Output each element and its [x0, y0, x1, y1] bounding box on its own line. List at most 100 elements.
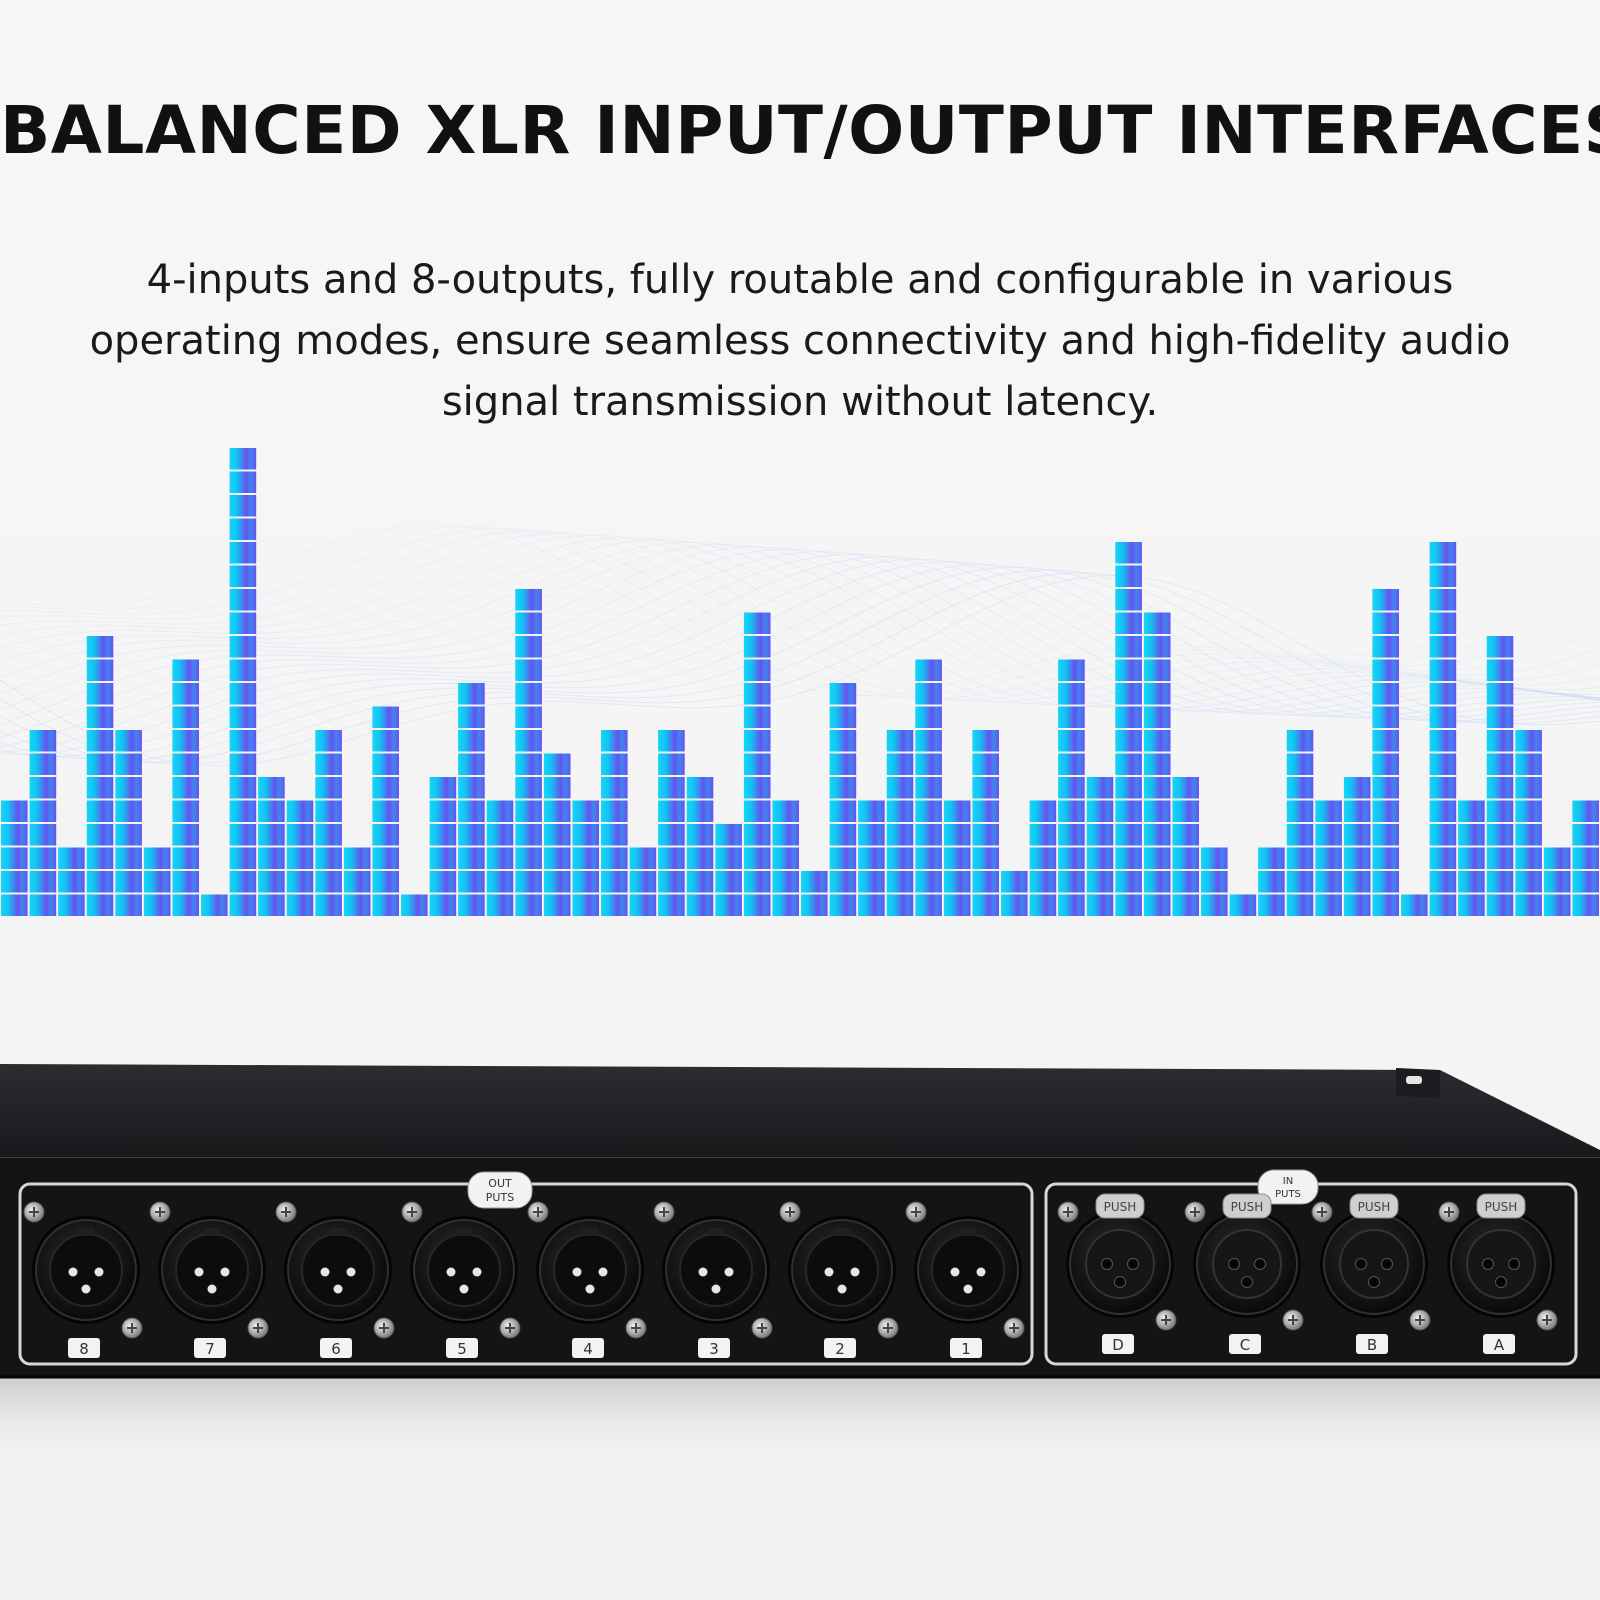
svg-text:3: 3	[709, 1340, 719, 1358]
equalizer-column	[372, 706, 399, 916]
svg-text:PUSH: PUSH	[1485, 1200, 1518, 1214]
equalizer-column	[1543, 847, 1571, 916]
svg-text:A: A	[1494, 1336, 1505, 1354]
xlr-output-connector: 6	[275, 1201, 395, 1358]
equalizer-column	[458, 683, 485, 916]
equalizer-column	[1115, 542, 1142, 916]
equalizer-column	[86, 636, 114, 916]
headline: BALANCED XLR INPUT/OUTPUT INTERFACES	[0, 92, 1600, 169]
svg-text:7: 7	[205, 1340, 215, 1358]
equalizer-column	[58, 847, 85, 916]
connector-label: 3	[698, 1338, 730, 1358]
equalizer-column	[1429, 542, 1457, 916]
equalizer-column	[715, 824, 742, 916]
equalizer-column	[1515, 730, 1542, 916]
xlr-input-connector: PUSH D	[1057, 1193, 1177, 1354]
equalizer-column	[1029, 800, 1057, 916]
equalizer-column	[915, 659, 942, 916]
equalizer-column	[629, 847, 657, 916]
equalizer-column	[1458, 800, 1485, 916]
xlr-output-connector: 8	[23, 1201, 143, 1358]
equalizer-column	[1486, 636, 1514, 916]
svg-text:1: 1	[961, 1340, 971, 1358]
outputs-section-label: OUT PUTS	[467, 1171, 533, 1209]
svg-text:IN: IN	[1283, 1176, 1293, 1187]
connector-label: B	[1356, 1334, 1388, 1354]
svg-text:2: 2	[835, 1340, 845, 1358]
xlr-output-connector: 4	[527, 1201, 647, 1358]
connector-label: A	[1483, 1334, 1515, 1354]
svg-text:4: 4	[583, 1340, 593, 1358]
equalizer-column	[315, 730, 342, 916]
equalizer-column	[143, 847, 171, 916]
equalizer-column	[1143, 612, 1171, 916]
xlr-output-connector: 1	[905, 1201, 1025, 1358]
input-connectors: PUSH D PUSH C PUSH B PUSH A	[1057, 1193, 1558, 1354]
equalizer-column	[172, 659, 199, 916]
equalizer-column	[401, 894, 428, 916]
output-connectors: 8 7 6 5 4 3 2 1	[23, 1201, 1025, 1358]
equalizer-column	[29, 730, 57, 916]
svg-text:PUTS: PUTS	[486, 1191, 514, 1204]
equalizer-bars	[1, 448, 1599, 916]
svg-text:8: 8	[79, 1340, 89, 1358]
equalizer-column	[1286, 730, 1314, 916]
svg-text:5: 5	[457, 1340, 467, 1358]
equalizer-column	[229, 448, 257, 916]
equalizer-column	[1258, 847, 1285, 916]
description: 4-inputs and 8-outputs, fully routable a…	[89, 257, 1511, 425]
connector-label: D	[1102, 1334, 1134, 1354]
xlr-output-connector: 7	[149, 1201, 269, 1358]
equalizer-column	[972, 730, 999, 916]
equalizer-column	[858, 800, 885, 916]
svg-text:D: D	[1112, 1336, 1124, 1354]
inputs-section-label: IN PUTS	[1257, 1169, 1319, 1205]
svg-text:OUT: OUT	[488, 1177, 512, 1190]
svg-text:PUSH: PUSH	[1358, 1200, 1391, 1214]
xlr-output-connector: 5	[401, 1201, 521, 1358]
equalizer-column	[1229, 894, 1257, 916]
equalizer-graphic	[0, 448, 1600, 916]
equalizer-column	[572, 800, 599, 916]
push-latch: PUSH	[1476, 1193, 1526, 1219]
svg-text:PUSH: PUSH	[1231, 1200, 1264, 1214]
connector-label: C	[1229, 1334, 1261, 1354]
equalizer-column	[515, 589, 542, 916]
equalizer-column	[601, 730, 628, 916]
connector-label: 2	[824, 1338, 856, 1358]
equalizer-column	[772, 800, 799, 916]
svg-text:6: 6	[331, 1340, 341, 1358]
xlr-output-connector: 2	[779, 1201, 899, 1358]
equalizer-column	[943, 800, 971, 916]
connector-label: 7	[194, 1338, 226, 1358]
equalizer-column	[1058, 659, 1085, 916]
equalizer-column	[1343, 777, 1371, 916]
connector-label: 6	[320, 1338, 352, 1358]
svg-text:PUSH: PUSH	[1104, 1200, 1137, 1214]
equalizer-column	[486, 800, 514, 916]
equalizer-column	[1315, 800, 1342, 916]
equalizer-column	[658, 730, 685, 916]
connector-label: 1	[950, 1338, 982, 1358]
svg-text:B: B	[1367, 1336, 1377, 1354]
equalizer-column	[1572, 800, 1599, 916]
equalizer-column	[429, 777, 457, 916]
connector-label: 4	[572, 1338, 604, 1358]
equalizer-column	[1001, 871, 1028, 916]
equalizer-column	[343, 847, 371, 916]
equalizer-column	[801, 871, 828, 916]
equalizer-column	[286, 800, 314, 916]
equalizer-column	[1, 800, 28, 916]
push-latch: PUSH	[1349, 1193, 1399, 1219]
equalizer-column	[1372, 589, 1399, 916]
xlr-input-connector: PUSH C	[1184, 1193, 1304, 1354]
connector-label: 8	[68, 1338, 100, 1358]
equalizer-column	[543, 753, 571, 916]
equalizer-column	[201, 894, 228, 916]
svg-text:PUTS: PUTS	[1275, 1189, 1301, 1200]
equalizer-column	[829, 683, 857, 916]
push-latch: PUSH	[1095, 1193, 1145, 1219]
xlr-input-connector: PUSH B	[1311, 1193, 1431, 1354]
